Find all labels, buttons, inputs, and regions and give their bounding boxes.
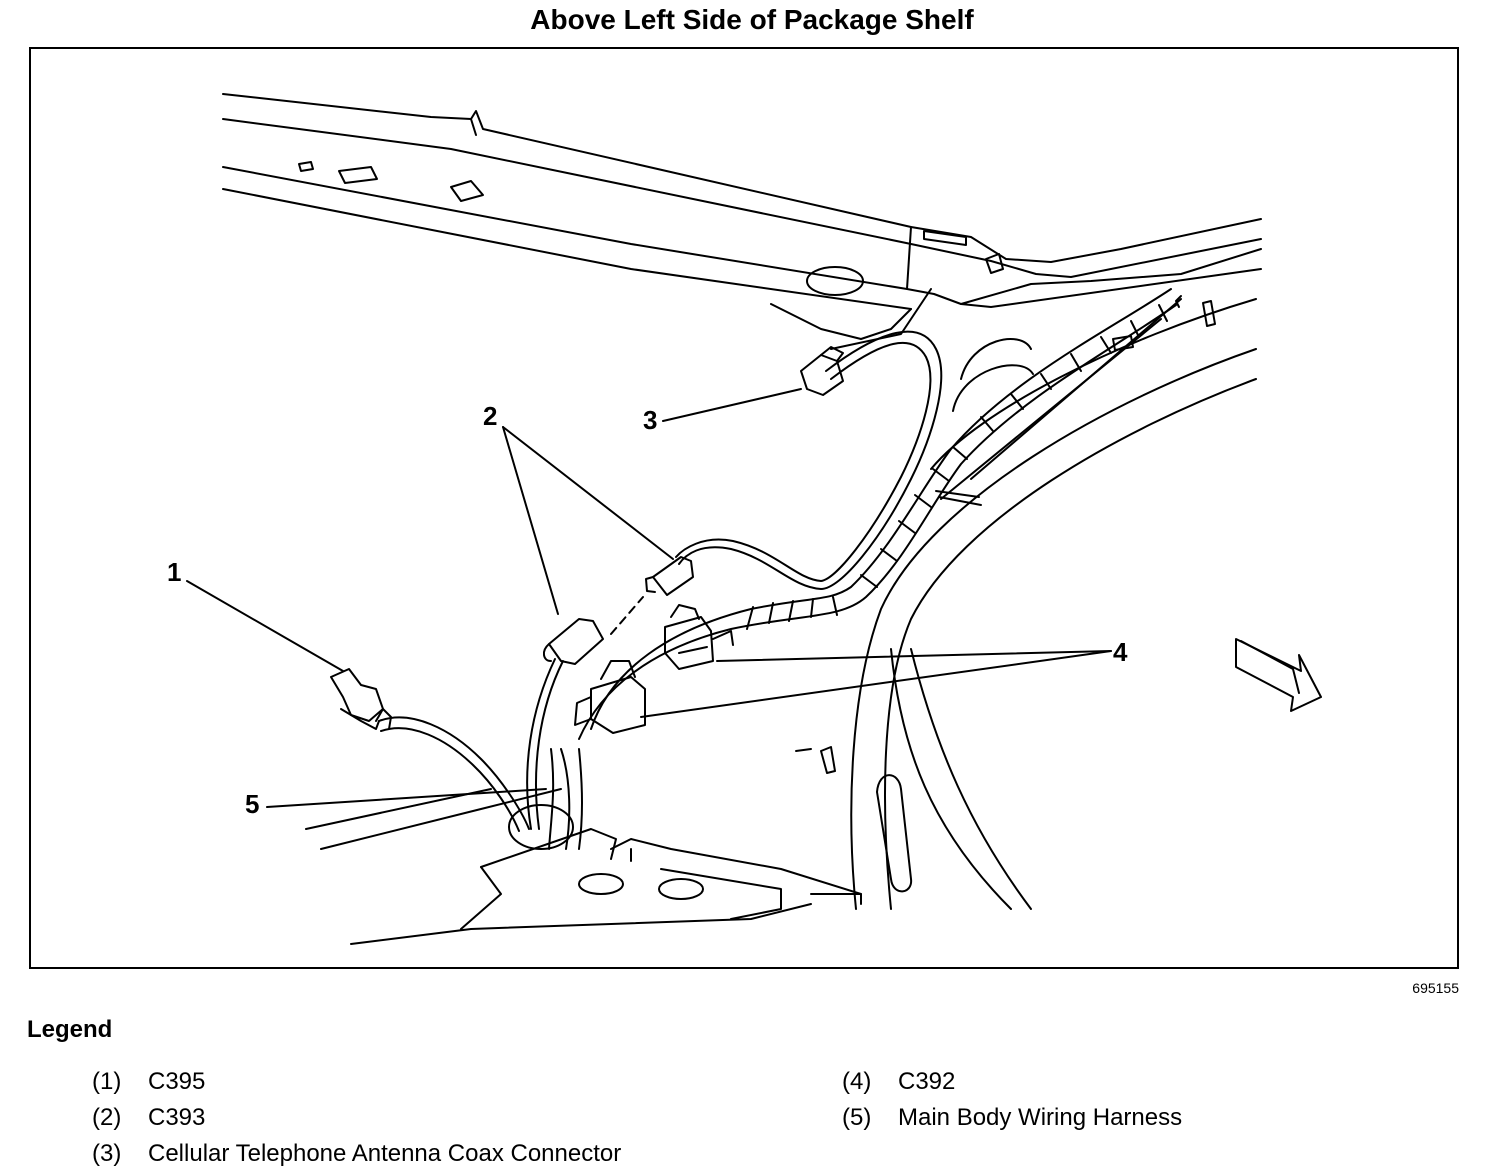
legend-item-label: C392	[898, 1068, 956, 1095]
diagram-frame: 1 2 3 4 5	[29, 47, 1459, 969]
orientation-arrow-icon	[1235, 638, 1322, 712]
legend-item-number: (1)	[92, 1068, 122, 1095]
legend-item-label: Main Body Wiring Harness	[898, 1104, 1183, 1131]
legend-item-number: (5)	[842, 1104, 872, 1131]
callout-5: 5	[245, 789, 259, 819]
legend-item-label: C395	[148, 1068, 206, 1095]
diagram-title: Above Left Side of Package Shelf	[530, 4, 974, 35]
legend-item-1: (1) C395	[92, 1068, 205, 1096]
main-wiring-harness	[548, 288, 1177, 850]
figure-id: 695155	[1412, 980, 1459, 996]
panel-cutouts	[298, 161, 1216, 351]
c395-connector	[330, 668, 530, 832]
upper-rail	[222, 93, 1262, 350]
legend-item-label: C393	[148, 1104, 206, 1131]
coax-cable	[526, 330, 943, 830]
c392-connectors	[574, 604, 734, 734]
legend-item-5: (5) Main Body Wiring Harness	[842, 1104, 1182, 1132]
floor-pan	[305, 788, 862, 945]
quarter-panel	[795, 295, 1257, 910]
callout-3: 3	[643, 405, 657, 435]
legend-heading: Legend	[27, 1016, 113, 1043]
legend-item-3: (3) Cellular Telephone Antenna Coax Conne…	[92, 1140, 621, 1168]
callout-1: 1	[167, 557, 181, 587]
legend-item-number: (4)	[842, 1068, 872, 1095]
legend-item-label: Cellular Telephone Antenna Coax Connecto…	[148, 1140, 622, 1167]
c393-connector	[543, 556, 694, 665]
callout-2: 2	[483, 401, 497, 431]
legend-item-number: (2)	[92, 1104, 122, 1131]
callout-leaders	[186, 388, 1112, 808]
callout-4: 4	[1113, 637, 1128, 667]
package-shelf-illustration: 1 2 3 4 5	[167, 93, 1322, 945]
legend-item-number: (3)	[92, 1140, 122, 1167]
antenna-coax-connector	[800, 346, 844, 396]
legend-item-4: (4) C392	[842, 1068, 955, 1096]
legend-item-2: (2) C393	[92, 1104, 205, 1132]
